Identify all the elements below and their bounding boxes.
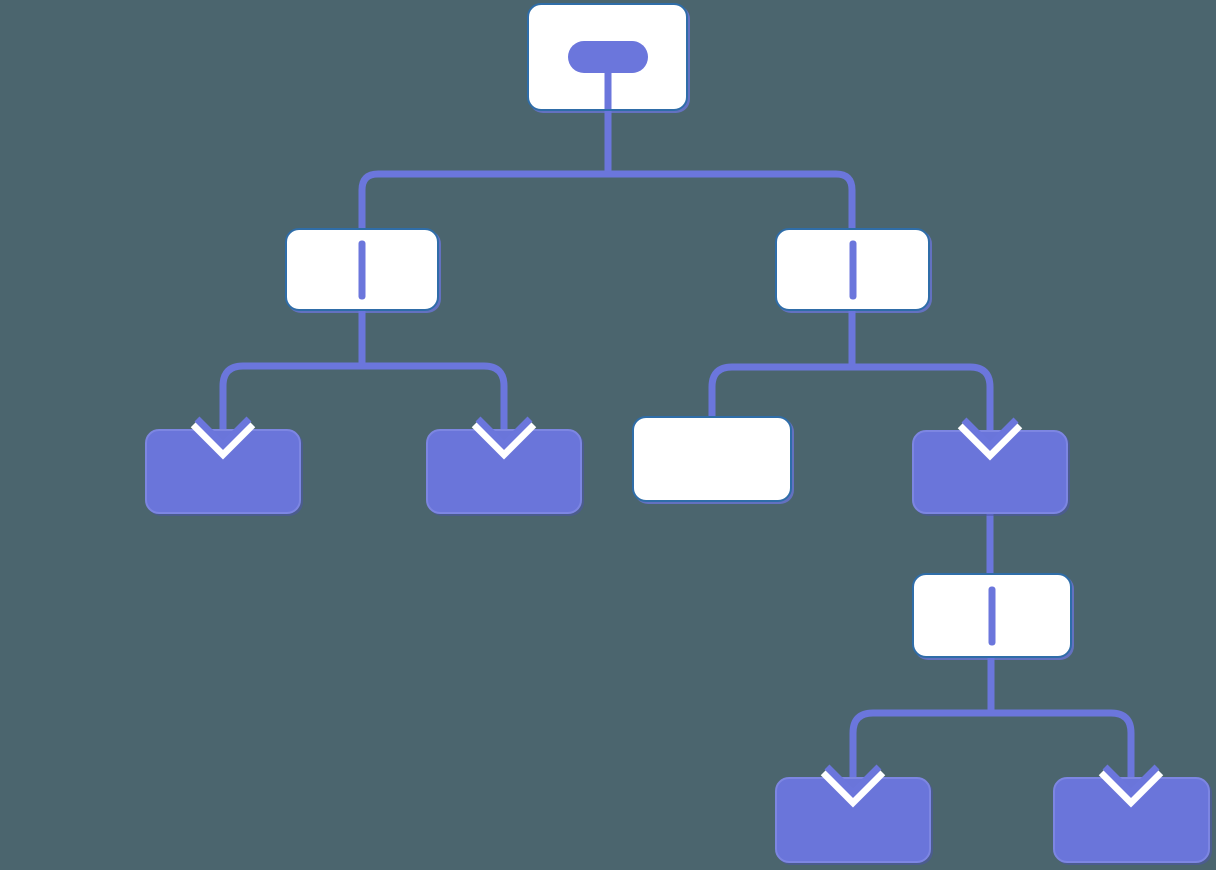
- text-placeholder-bar: [358, 240, 366, 299]
- chevron-arrow: [1102, 764, 1160, 798]
- node-root[interactable]: [527, 3, 688, 111]
- node-branch-right[interactable]: [775, 228, 930, 311]
- node-branch-lower[interactable]: [912, 573, 1072, 658]
- chevron-outline: [1098, 766, 1164, 808]
- text-placeholder-bar: [988, 586, 996, 645]
- chevron-arrow: [475, 416, 533, 450]
- title-placeholder-pill: [567, 41, 648, 73]
- chevron-outline: [957, 419, 1023, 461]
- collapse-chevron-icon[interactable]: [471, 416, 537, 460]
- node-branch-left[interactable]: [285, 228, 439, 311]
- collapse-chevron-icon[interactable]: [820, 764, 886, 808]
- chevron-arrow: [194, 416, 252, 450]
- chevron-arrow: [824, 764, 882, 798]
- chevron-outline: [471, 418, 537, 460]
- root-stem-connector: [604, 69, 611, 109]
- chevron-arrow: [961, 417, 1019, 451]
- text-placeholder-bar: [849, 240, 856, 299]
- collapse-chevron-icon[interactable]: [957, 417, 1023, 461]
- chevron-outline: [820, 766, 886, 808]
- collapse-chevron-icon[interactable]: [190, 416, 256, 460]
- node-child-empty[interactable]: [632, 416, 792, 502]
- chevron-outline: [190, 418, 256, 460]
- collapse-chevron-icon[interactable]: [1098, 764, 1164, 808]
